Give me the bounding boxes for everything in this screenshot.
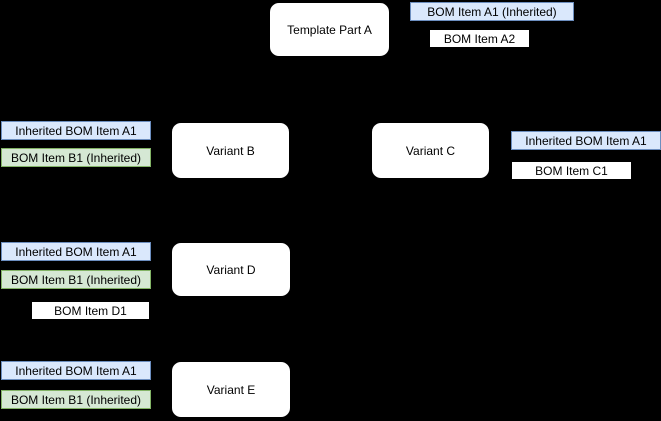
bom-item-a1-inherited: BOM Item A1 (Inherited) — [410, 2, 574, 21]
bom-item-b-a1: Inherited BOM Item A1 — [1, 121, 151, 140]
bom-item-b-b1: BOM Item B1 (Inherited) — [1, 148, 151, 167]
bom-item-e-a1: Inherited BOM Item A1 — [1, 361, 151, 380]
node-variant-b: Variant B — [171, 122, 290, 179]
bom-item-a2: BOM Item A2 — [429, 29, 530, 48]
bom-item-e-b1: BOM Item B1 (Inherited) — [1, 390, 151, 409]
bom-item-d-a1: Inherited BOM Item A1 — [1, 242, 151, 261]
bom-item-d1: BOM Item D1 — [31, 301, 150, 320]
node-variant-e: Variant E — [171, 361, 291, 418]
bom-item-c-a1: Inherited BOM Item A1 — [511, 131, 661, 150]
bom-item-d-b1: BOM Item B1 (Inherited) — [1, 270, 151, 289]
node-variant-d: Variant D — [171, 242, 291, 297]
bom-item-c1: BOM Item C1 — [511, 161, 632, 180]
node-template-part-a: Template Part A — [269, 2, 390, 57]
node-variant-c: Variant C — [371, 122, 490, 179]
